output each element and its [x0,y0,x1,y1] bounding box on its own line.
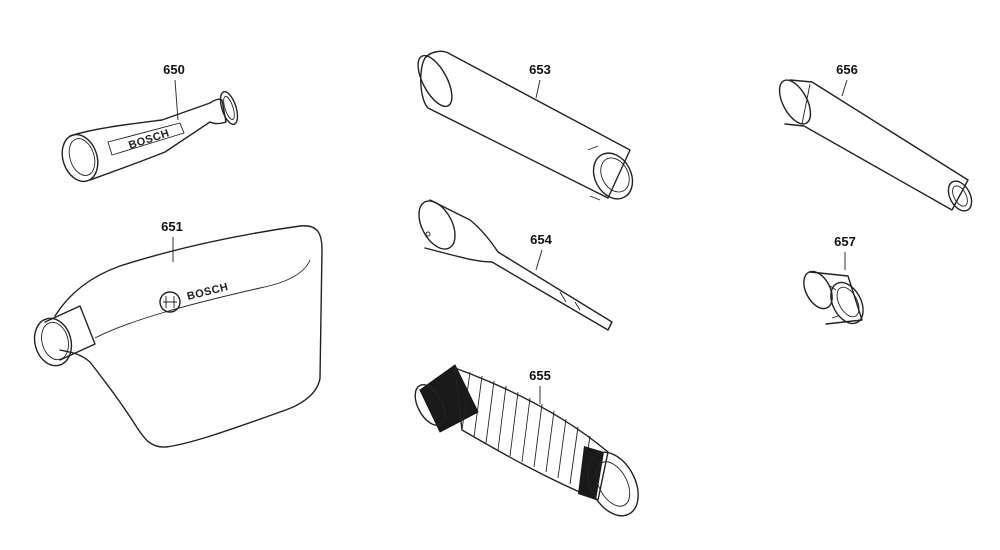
part-650[interactable]: 650 BOSCH [56,62,240,186]
callout-653: 653 [529,62,551,77]
part-654[interactable]: 654 [412,195,613,331]
leader-653 [535,79,541,99]
callout-655: 655 [529,368,551,383]
part-657[interactable]: 657 [798,234,870,329]
leader-650 [174,79,179,121]
brand-label-651: BOSCH [186,281,230,303]
callout-651: 651 [161,219,183,234]
callout-657: 657 [834,234,856,249]
callout-650: 650 [163,62,185,77]
bosch-logo-icon [159,291,181,313]
part-651[interactable]: 651 BOSCH [29,219,323,448]
part-653[interactable]: 653 [411,50,640,206]
leader-656 [841,79,848,97]
callout-654: 654 [530,232,552,247]
part-655[interactable]: 655 [409,364,648,524]
hose-ribs [461,371,591,491]
part-656[interactable]: 656 [773,62,976,215]
callout-656: 656 [836,62,858,77]
leader-654 [535,249,543,271]
